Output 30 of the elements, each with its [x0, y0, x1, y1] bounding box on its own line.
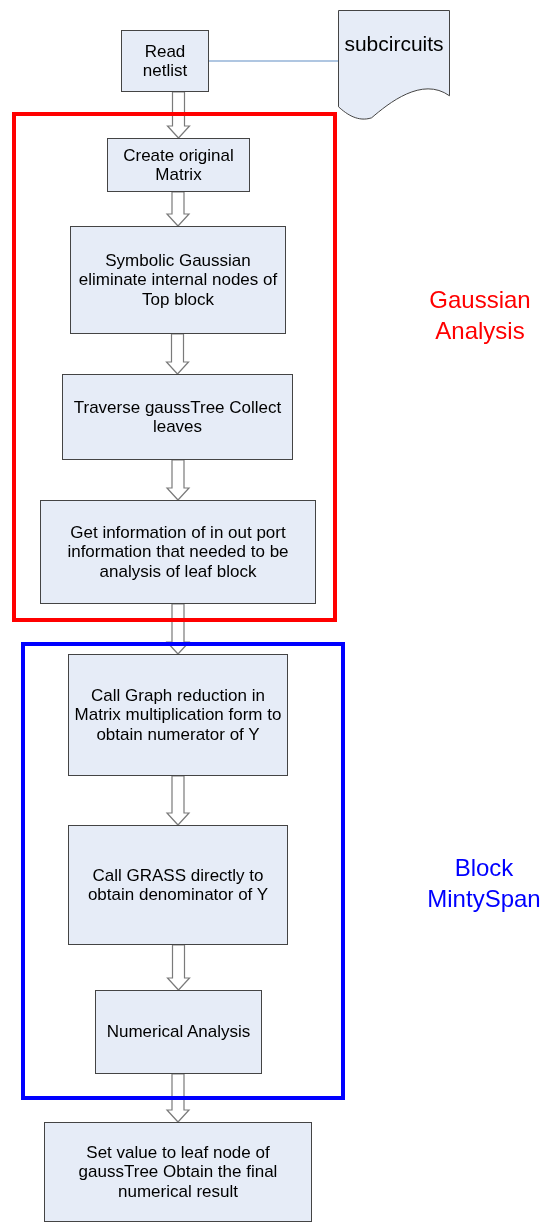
box-label: Call Graph reduction in Matrix multiplication form to obtain numerator of Y	[73, 686, 283, 744]
group-heading: Gaussian Analysis	[428, 285, 532, 347]
process-box	[68, 654, 288, 776]
document-label: subcircuits	[343, 32, 445, 56]
box-label: Get information of in out port information that needed to be analysis of leaf block	[66, 523, 290, 581]
box-label: Numerical Analysis	[105, 1022, 252, 1042]
box-label: Traverse gaussTree Collect leaves	[72, 397, 283, 437]
process-box	[70, 226, 286, 334]
group-heading: Block MintySpan	[426, 853, 542, 915]
block-arrow	[165, 333, 190, 375]
box-label: Call GRASS directly to obtain denominator of Y	[86, 865, 270, 905]
box-label: Read netlist	[141, 41, 189, 81]
box-label: Create original Matrix	[122, 145, 235, 185]
block-arrow	[165, 191, 191, 227]
connector-line	[208, 60, 339, 62]
box-label: Set value to leaf node of gaussTree Obtain the final numerical result	[77, 1143, 279, 1201]
block-arrow	[165, 459, 191, 501]
process-box	[121, 30, 209, 92]
process-box	[44, 1122, 312, 1222]
process-box	[40, 500, 316, 604]
process-box	[68, 825, 288, 945]
block-arrow	[165, 1073, 191, 1123]
process-box	[95, 990, 262, 1074]
process-box	[62, 374, 293, 460]
block-arrow	[166, 944, 191, 991]
process-box	[107, 138, 250, 192]
block-arrow	[166, 91, 191, 139]
block-arrow	[165, 775, 191, 826]
box-label: Symbolic Gaussian eliminate internal nodes of Top block	[77, 251, 279, 309]
document-shape	[338, 10, 450, 120]
